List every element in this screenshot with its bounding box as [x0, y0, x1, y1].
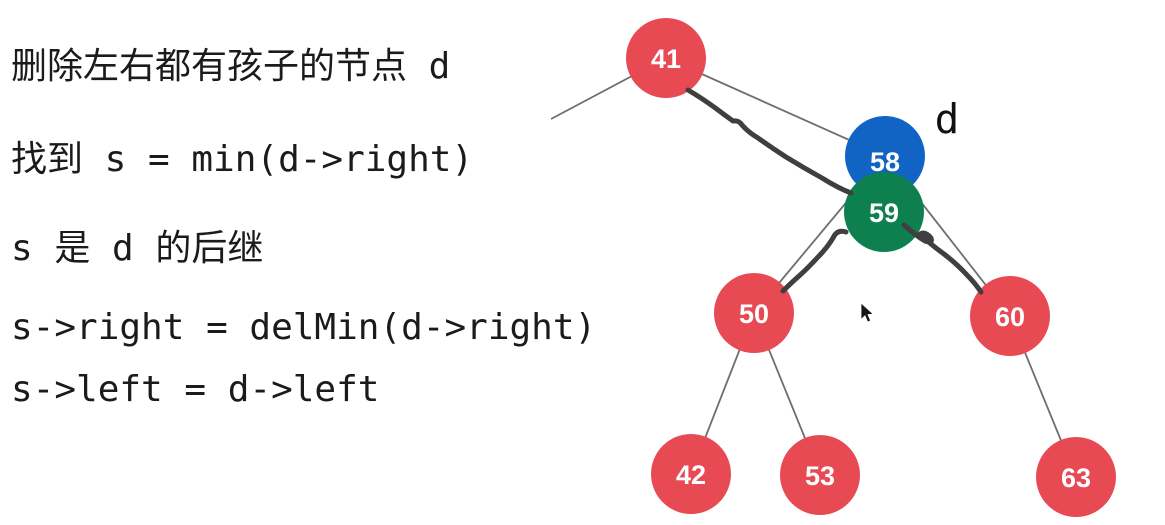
- tree-node-42: 42: [651, 434, 731, 514]
- tree-edges: [550, 57, 1077, 478]
- pen-annotations: [685, 87, 984, 295]
- tree-node-63: 63: [1036, 437, 1116, 517]
- node-value-50: 50: [739, 299, 769, 329]
- tree-node-60: 60: [970, 276, 1050, 356]
- tree-node-41: 41: [626, 18, 706, 98]
- note-line-delete: 删除左右都有孩子的节点 d: [11, 46, 451, 87]
- pen-stroke-41-to-59: [685, 87, 854, 196]
- node-value-53: 53: [805, 461, 835, 491]
- node-value-41: 41: [651, 44, 681, 74]
- node-value-59: 59: [869, 198, 899, 228]
- tree-node-59: 59: [844, 172, 924, 252]
- tree-node-58: 58: [845, 116, 925, 196]
- node-circle-59: [844, 172, 924, 252]
- note-line-find-min: 找到 s = min(d->right): [11, 139, 474, 180]
- node-value-60: 60: [995, 302, 1025, 332]
- node-circle-60: [970, 276, 1050, 356]
- node-value-42: 42: [676, 460, 706, 490]
- node-circle-58: [845, 116, 925, 196]
- node-value-63: 63: [1061, 463, 1091, 493]
- node-value-58: 58: [870, 147, 900, 177]
- node-circle-42: [651, 434, 731, 514]
- node-circle-50: [714, 273, 794, 353]
- tree-node-53: 53: [780, 435, 860, 515]
- pen-stroke-59-to-60: [901, 222, 984, 295]
- note-line-successor: s 是 d 的后继: [11, 228, 264, 269]
- mouse-cursor-icon: [860, 302, 875, 323]
- note-line-sright: s->right = delMin(d->right): [11, 307, 597, 348]
- note-line-sleft: s->left = d->left: [11, 369, 380, 410]
- node-circle-41: [626, 18, 706, 98]
- node-circle-63: [1036, 437, 1116, 517]
- tree-nodes: 58 59 41 50 60 42: [626, 18, 1116, 517]
- pen-stroke-59-to-50: [780, 228, 849, 294]
- node-circle-53: [780, 435, 860, 515]
- tree-node-50: 50: [714, 273, 794, 353]
- d-annotation-label: d: [935, 95, 960, 143]
